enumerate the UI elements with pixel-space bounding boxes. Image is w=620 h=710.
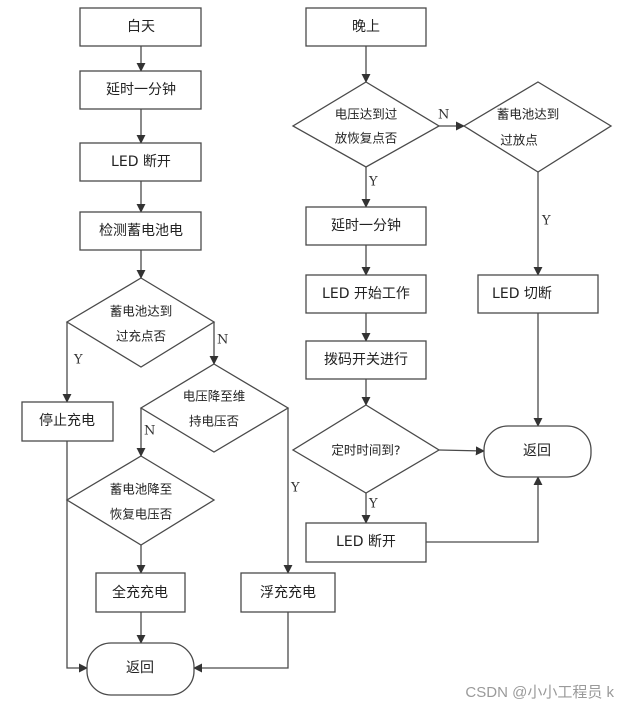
node-stop-charge-label: 停止充电 [39, 412, 95, 429]
terminal-return-left-label: 返回 [126, 660, 154, 676]
node-full-charge-label: 全充充电 [112, 584, 168, 601]
node-led-start: LED 开始工作 [305, 274, 427, 314]
node-day: 白天 [79, 7, 202, 47]
label-overcharge-yes: Y [73, 353, 83, 368]
decision-overdischarge-recover-line2: 放恢复点否 [335, 131, 398, 146]
node-day-led-off-label: LED 断开 [111, 154, 171, 170]
edge-timer-no [438, 446, 485, 456]
node-float-charge-label: 浮充充电 [260, 585, 316, 601]
node-day-led-off: LED 断开 [79, 142, 202, 182]
node-night-delay: 延时一分钟 [305, 206, 427, 246]
node-dip-switch-label: 拨码开关进行 [324, 352, 408, 368]
decision-overdischarge-line1: 蓄电池达到 [497, 107, 560, 122]
label-overcharge-no: N [217, 333, 228, 348]
edge-led-off-to-return [426, 476, 543, 543]
node-led-start-label: LED 开始工作 [322, 286, 410, 302]
decision-recover: 蓄电池降至 恢复电压否 [65, 455, 216, 546]
node-float-charge: 浮充充电 [240, 572, 336, 613]
label-maintain-no: N [144, 424, 155, 439]
label-maintain-yes: Y [290, 481, 300, 496]
node-full-charge: 全充充电 [95, 572, 186, 613]
label-recover-q-yes: Y [368, 175, 378, 190]
node-night: 晚上 [305, 7, 427, 47]
node-check-battery: 检测蓄电池电 [79, 211, 202, 251]
decision-overcharge-line2: 过充点否 [116, 329, 166, 344]
node-night-led-off-label: LED 断开 [336, 534, 396, 550]
decision-overdischarge: 蓄电池达到 过放点 [462, 81, 613, 173]
label-overdischarge-yes: Y [541, 214, 551, 229]
terminal-return-right-label: 返回 [523, 443, 551, 459]
decision-overcharge: 蓄电池达到 过充点否 [65, 277, 216, 368]
node-stop-charge: 停止充电 [21, 401, 114, 442]
decision-timer-label: 定时时间到? [331, 443, 400, 458]
decision-overdischarge-line2: 过放点 [500, 133, 538, 148]
terminal-return-right: 返回 [483, 425, 592, 478]
node-day-label: 白天 [127, 19, 155, 35]
decision-overdischarge-recover-line1: 电压达到过 [335, 107, 398, 122]
node-led-cut: LED 切断 [477, 274, 599, 314]
node-check-battery-label: 检测蓄电池电 [99, 223, 183, 239]
node-day-delay: 延时一分钟 [79, 70, 202, 110]
decision-recover-line1: 蓄电池降至 [110, 482, 173, 497]
node-day-delay-label: 延时一分钟 [106, 81, 176, 98]
node-night-label: 晚上 [352, 19, 380, 35]
decision-maintain-line2: 持电压否 [189, 414, 239, 429]
decision-recover-line2: 恢复电压否 [110, 507, 173, 522]
decision-maintain-line1: 电压降至维 [183, 389, 246, 404]
terminal-return-left: 返回 [86, 642, 195, 696]
node-dip-switch: 拨码开关进行 [305, 340, 427, 380]
decision-timer: 定时时间到? [291, 404, 441, 494]
decision-maintain: 电压降至维 持电压否 [139, 363, 290, 453]
node-night-delay-label: 延时一分钟 [331, 217, 401, 234]
decision-overdischarge-recover: 电压达到过 放恢复点否 [291, 81, 441, 168]
node-night-led-off: LED 断开 [305, 522, 427, 563]
watermark: CSDN @小小工程员 k [465, 684, 614, 701]
edge-stop-to-return [66, 441, 88, 673]
decision-overcharge-line1: 蓄电池达到 [110, 304, 173, 319]
label-timer-yes: Y [368, 497, 378, 512]
edge-float-to-return [193, 612, 289, 673]
node-led-cut-label: LED 切断 [492, 286, 552, 302]
label-recover-q-no: N [438, 108, 449, 123]
